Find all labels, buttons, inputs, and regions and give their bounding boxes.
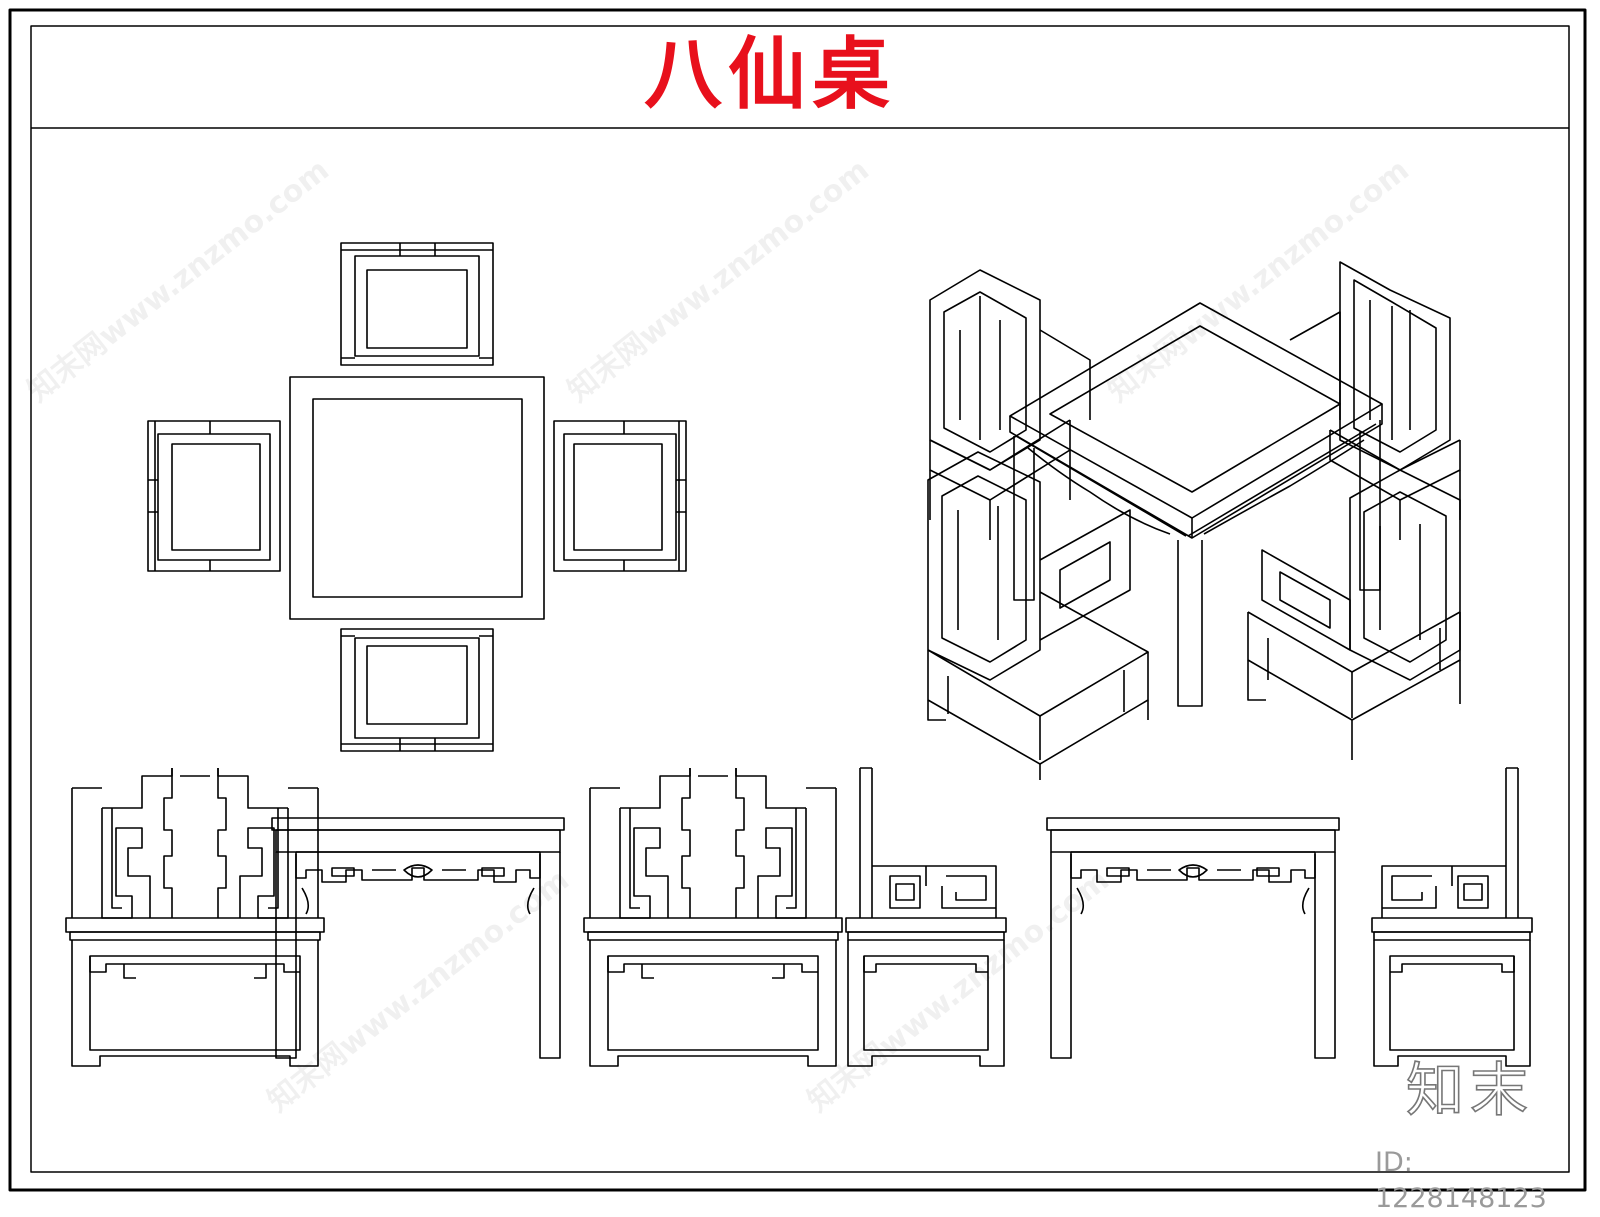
plan-view bbox=[147, 242, 687, 752]
plan-chair-bottom bbox=[340, 628, 494, 752]
outer-border bbox=[8, 8, 1587, 1192]
id-label: ID: 1228148123 bbox=[1375, 1147, 1547, 1214]
plan-chair-left bbox=[147, 420, 281, 572]
elev-side-chair-right bbox=[1371, 767, 1533, 1067]
plan-table-top bbox=[289, 376, 545, 620]
iso-chair-back-left bbox=[929, 269, 1091, 540]
iso-chair-front-right bbox=[1247, 469, 1461, 760]
plan-table-panel bbox=[312, 398, 523, 598]
elev-front-chair-left bbox=[66, 768, 324, 1066]
front-elevation bbox=[66, 768, 842, 1066]
inner-border bbox=[30, 25, 1570, 1173]
brand-logo: 知末 bbox=[1405, 1055, 1534, 1125]
iso-view bbox=[927, 261, 1461, 780]
plan-chair-top bbox=[340, 242, 494, 366]
elev-front-table bbox=[271, 817, 565, 1059]
plan-chair-right bbox=[553, 420, 687, 572]
iso-chair-front-left bbox=[927, 451, 1149, 780]
elev-side-table bbox=[1046, 817, 1340, 1059]
iso-table bbox=[1009, 302, 1383, 707]
page-title: 八仙桌 bbox=[643, 29, 896, 120]
